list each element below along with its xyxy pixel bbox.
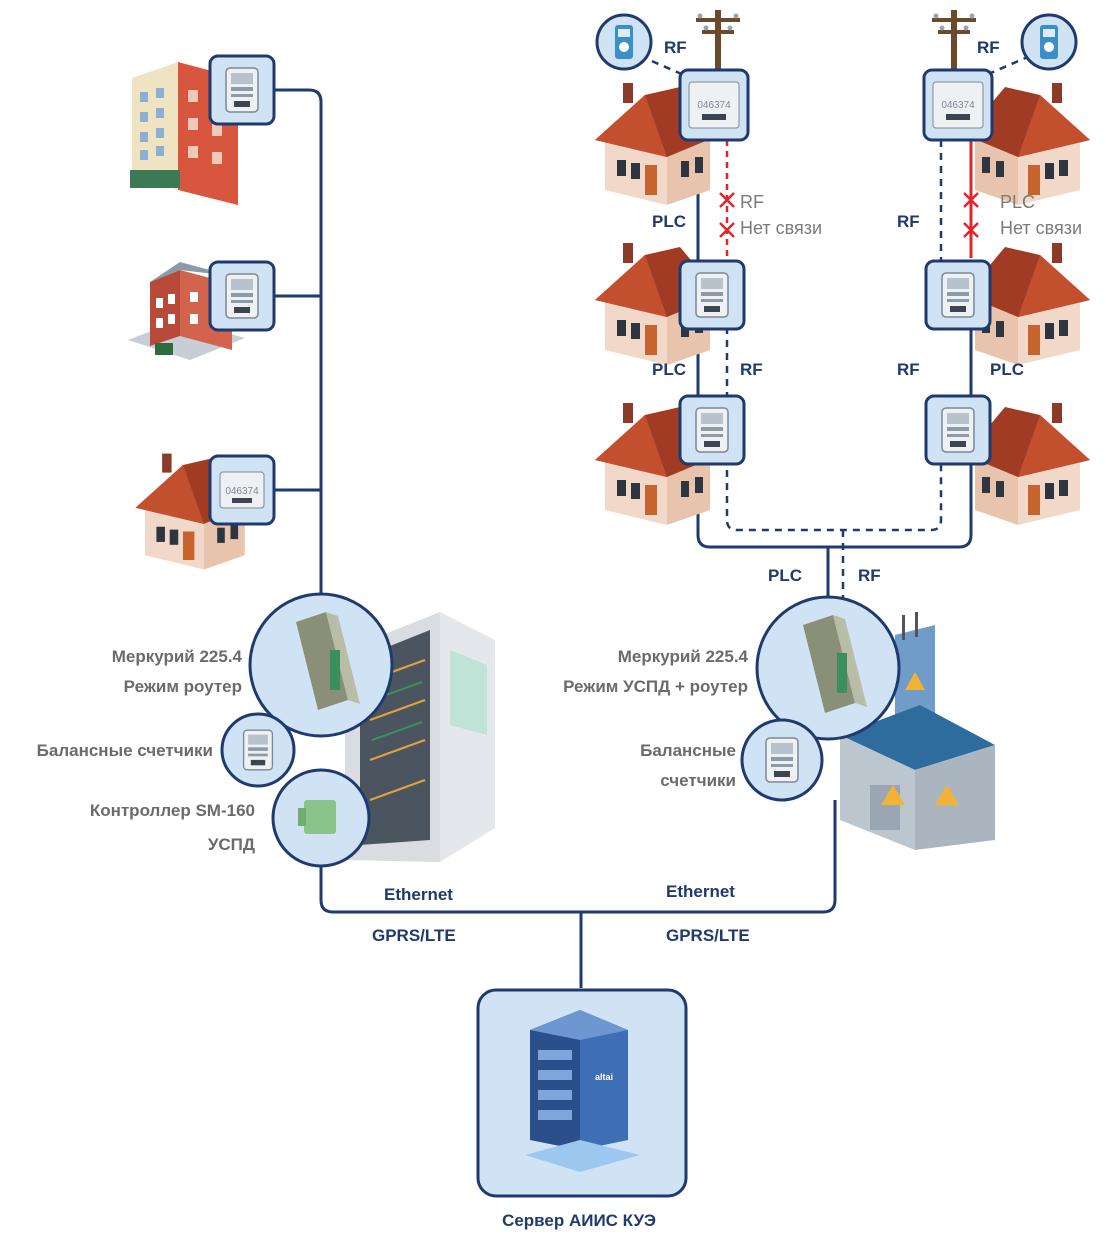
balance-right-line1: Балансные [640,741,736,760]
label-ethernet: Ethernet [384,885,453,904]
meter-node-house: 046374 [208,454,276,526]
cross-icon [719,192,735,208]
apartment-building [130,62,238,205]
server-brand: altai [595,1072,613,1082]
label-plc: PLC [652,212,686,231]
balance-left-label: Балансные счетчики [37,741,213,760]
broken-links [719,140,979,258]
label-plc: PLC [990,360,1024,379]
link-labels: RF RF PLC RF PLC RF RF PLC PLC RF Ethern… [372,38,1024,945]
router-left-line1: Меркурий 225.4 [112,647,243,666]
warning-icon [935,785,959,805]
router-left-line2: Режим роутер [124,677,242,696]
rf-left-lower [725,262,943,532]
left-bus-line [274,88,323,600]
router-left-circle [248,592,394,738]
label-rf: RF [858,566,881,585]
meter-node-pole-right: 046374 [922,68,994,142]
meter-display: 046374 [941,100,975,111]
left-plc-line [696,140,973,549]
connection-lines [274,88,973,988]
label-rf: RF [740,360,763,379]
cross-icon [963,222,979,238]
error-right-line1: PLC [1000,192,1035,212]
label-rf: RF [897,360,920,379]
label-plc: PLC [652,360,686,379]
transformer-substation [840,612,995,850]
label-gprs: GPRS/LTE [372,926,456,945]
label-rf: RF [664,38,687,57]
meter-display: 046374 [697,100,731,111]
error-labels: RF Нет связи PLC Нет связи [740,192,1082,238]
router-right-circle [755,595,901,741]
label-plc: PLC [768,566,802,585]
handheld-terminal-left [595,13,653,71]
cross-icon [963,192,979,208]
error-right-line2: Нет связи [1000,218,1082,238]
server-box: altai [476,988,688,1198]
balance-meter-left-circle [220,712,296,788]
router-right-line1: Меркурий 225.4 [618,647,749,666]
label-gprs: GPRS/LTE [666,926,750,945]
controller-line2: УСПД [208,835,255,854]
controller-line1: Контроллер SM-160 [90,801,255,820]
rf-terminal-right [985,54,1031,77]
cross-icon [719,222,735,238]
meter-node-right-2 [924,259,992,331]
balance-meter-right-circle [740,718,824,802]
meter-node-right-3 [924,394,992,466]
warning-icon [881,785,905,805]
meter-display: 046374 [225,486,259,497]
rf-terminal-left [639,54,685,77]
meter-node-left-2 [678,259,746,331]
meter-node-apartment [208,54,276,126]
meter-node-left-3 [678,394,746,466]
ethernet-right-line [581,800,837,914]
meter-node-brick [208,260,276,332]
controller-circle [271,768,371,868]
device-labels: Меркурий 225.4 Режим роутер Балансные сч… [37,647,749,1230]
router-right-line2: Режим УСПД + роутер [563,677,748,696]
label-rf: RF [977,38,1000,57]
ethernet-left-line [319,866,581,914]
meter-node-pole-left: 046374 [678,68,750,142]
label-rf: RF [897,212,920,231]
balance-right-line2: счетчики [660,771,736,790]
error-left-line2: Нет связи [740,218,822,238]
rf-lines [639,54,1031,600]
warning-icon [905,672,925,690]
handheld-terminal-right [1020,13,1078,71]
label-ethernet: Ethernet [666,882,735,901]
error-left-line1: RF [740,192,764,212]
server-label: Сервер АИИС КУЭ [502,1211,656,1230]
